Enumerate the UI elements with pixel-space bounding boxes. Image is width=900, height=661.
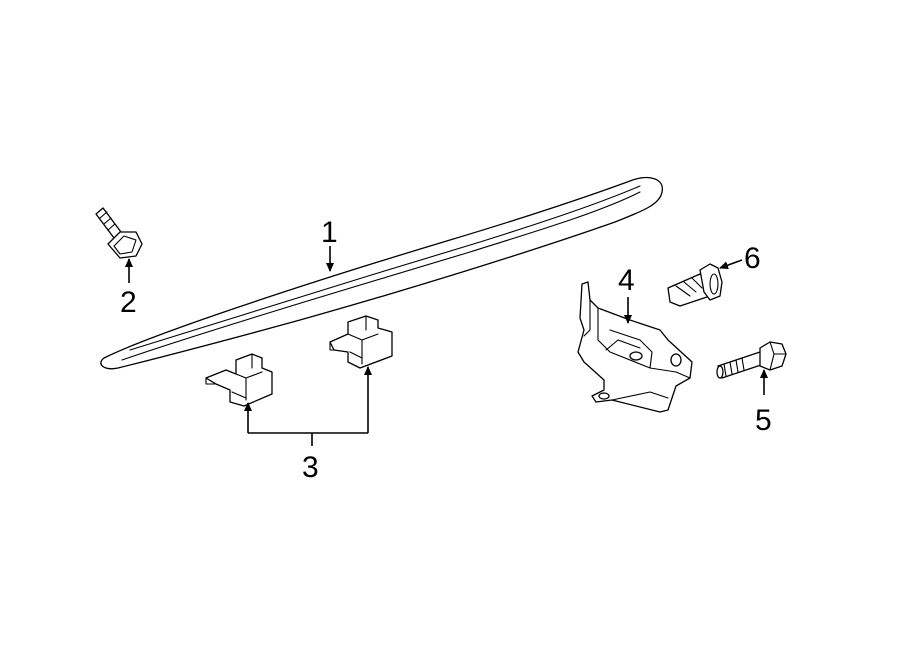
callout-3: 3: [302, 451, 319, 484]
callout-6: 6: [744, 242, 761, 275]
bolt-flange: [716, 341, 787, 379]
leader-6: [719, 259, 743, 270]
push-pin: [667, 263, 723, 307]
callout-4: 4: [618, 264, 635, 297]
callout-1: 1: [321, 216, 338, 249]
callout-5: 5: [755, 404, 772, 437]
molding-strip: [100, 177, 663, 370]
callout-2: 2: [120, 286, 137, 319]
clip-right: [329, 315, 393, 369]
clip-left: [205, 353, 273, 407]
bolt-small: [95, 207, 143, 259]
bracket: [577, 281, 693, 413]
leader-3: [244, 366, 372, 446]
